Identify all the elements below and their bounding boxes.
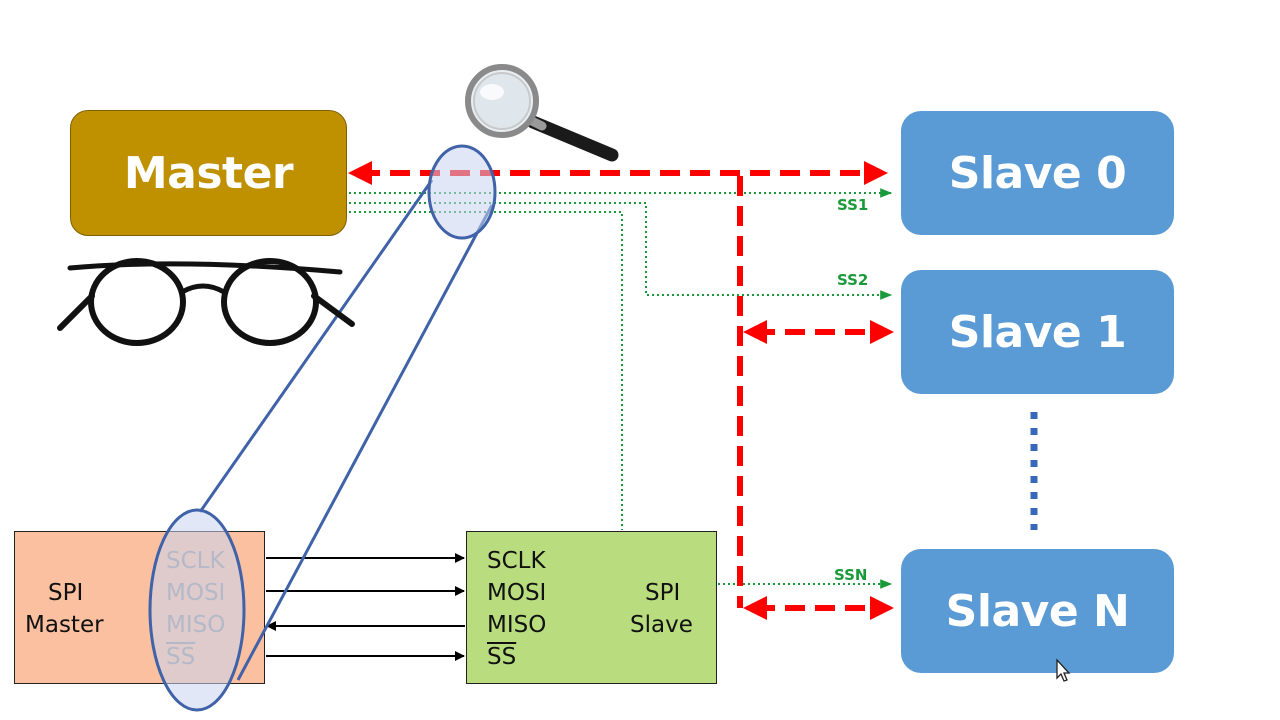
spi-slave-block: SCLK MOSI MISO SS SPI Slave <box>466 531 717 684</box>
slave-1-node: Slave 1 <box>901 270 1174 394</box>
ss2-line <box>349 202 893 300</box>
spi-slave-pin-miso: MISO <box>487 612 547 638</box>
spi-master-block: SPI Master SCLK MOSI MISO SS <box>14 531 265 684</box>
spi-slave-label-1: SPI <box>645 580 681 606</box>
spi-slave-pin-sclk: SCLK <box>487 548 546 574</box>
ss2-label: SS2 <box>837 271 869 289</box>
spi-signal-arrows <box>266 553 465 661</box>
zoom-line-right <box>236 204 494 681</box>
spi-master-pin-ss: SS <box>166 644 196 670</box>
ss1-label: SS1 <box>837 196 869 214</box>
slave-n-label: Slave N <box>945 585 1130 637</box>
magnifier-icon <box>465 64 619 162</box>
slave-0-label: Slave 0 <box>948 147 1127 199</box>
spi-master-label-1: SPI <box>48 580 84 606</box>
ssn-label: SSN <box>834 566 868 584</box>
slave-n-node: Slave N <box>901 549 1174 673</box>
spi-master-pin-miso: MISO <box>166 612 226 638</box>
spi-master-pin-mosi: MOSI <box>166 580 226 606</box>
master-label: Master <box>123 147 294 199</box>
spi-slave-pin-ss: SS <box>487 644 517 670</box>
ss-slave-line <box>349 211 623 530</box>
master-node: Master <box>70 110 347 236</box>
zoom-ellipse-small <box>427 144 497 240</box>
spi-slave-pin-mosi: MOSI <box>487 580 547 606</box>
slave-1-label: Slave 1 <box>948 306 1127 358</box>
spi-slave-label-2: Slave <box>630 612 693 638</box>
spi-master-label-2: Master <box>25 612 104 638</box>
slave-0-node: Slave 0 <box>901 111 1174 235</box>
select-lines <box>349 188 893 589</box>
spi-master-pin-sclk: SCLK <box>166 548 225 574</box>
glasses-icon <box>57 258 355 346</box>
